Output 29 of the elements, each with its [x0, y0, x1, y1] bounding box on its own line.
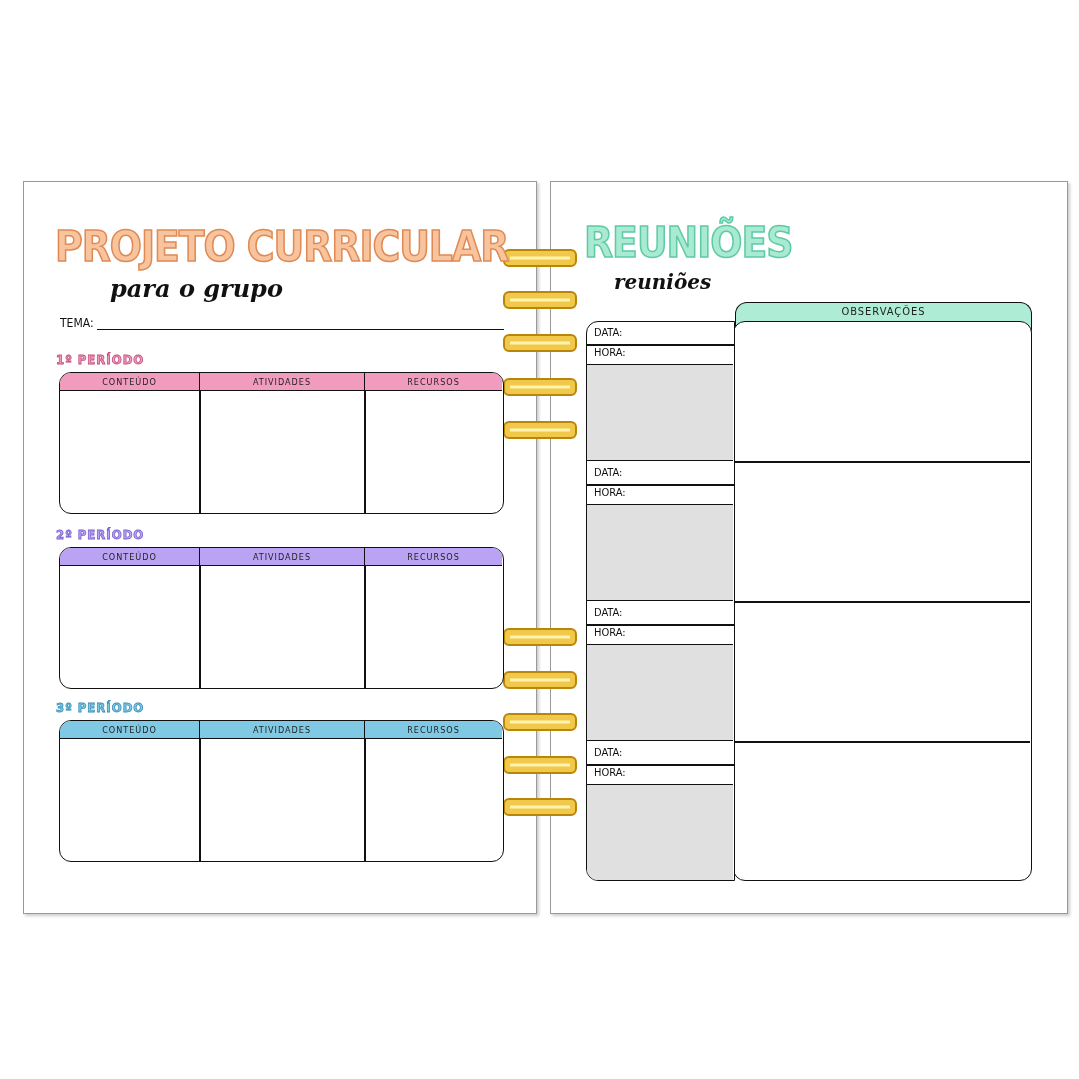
column-header: ATIVIDADES	[199, 373, 364, 391]
section-heading: 2º PERÍODO	[56, 527, 145, 542]
section-heading: 1º PERÍODO	[56, 352, 145, 367]
shaded-box	[587, 784, 733, 880]
shaded-box	[587, 364, 733, 461]
field-label: DATA:	[594, 746, 623, 759]
section-heading: 3º PERÍODO	[56, 700, 145, 715]
page-title: REUNIÕES	[584, 218, 793, 267]
page-title: PROJETO CURRICULAR	[55, 222, 509, 271]
shaded-box	[587, 644, 733, 741]
field-label: DATA:	[594, 466, 623, 479]
column-header: RECURSOS	[364, 721, 502, 739]
title-script: reuniões	[614, 270, 712, 294]
column-header: ATIVIDADES	[199, 721, 364, 739]
column-header: CONTEÚDO	[60, 373, 199, 391]
title-script: para o grupo	[110, 274, 283, 303]
column-header: CONTEÚDO	[60, 548, 199, 566]
column-header: RECURSOS	[364, 373, 502, 391]
field-label: HORA:	[594, 766, 626, 779]
field-label: HORA:	[594, 346, 626, 359]
column-header: ATIVIDADES	[199, 548, 364, 566]
field-label: HORA:	[594, 626, 626, 639]
field-label: DATA:	[594, 326, 623, 339]
field-label: DATA:	[594, 606, 623, 619]
column-header: CONTEÚDO	[60, 721, 199, 739]
column-header: RECURSOS	[364, 548, 502, 566]
shaded-box	[587, 504, 733, 601]
field-label: TEMA:	[60, 316, 94, 330]
field-label: HORA:	[594, 486, 626, 499]
